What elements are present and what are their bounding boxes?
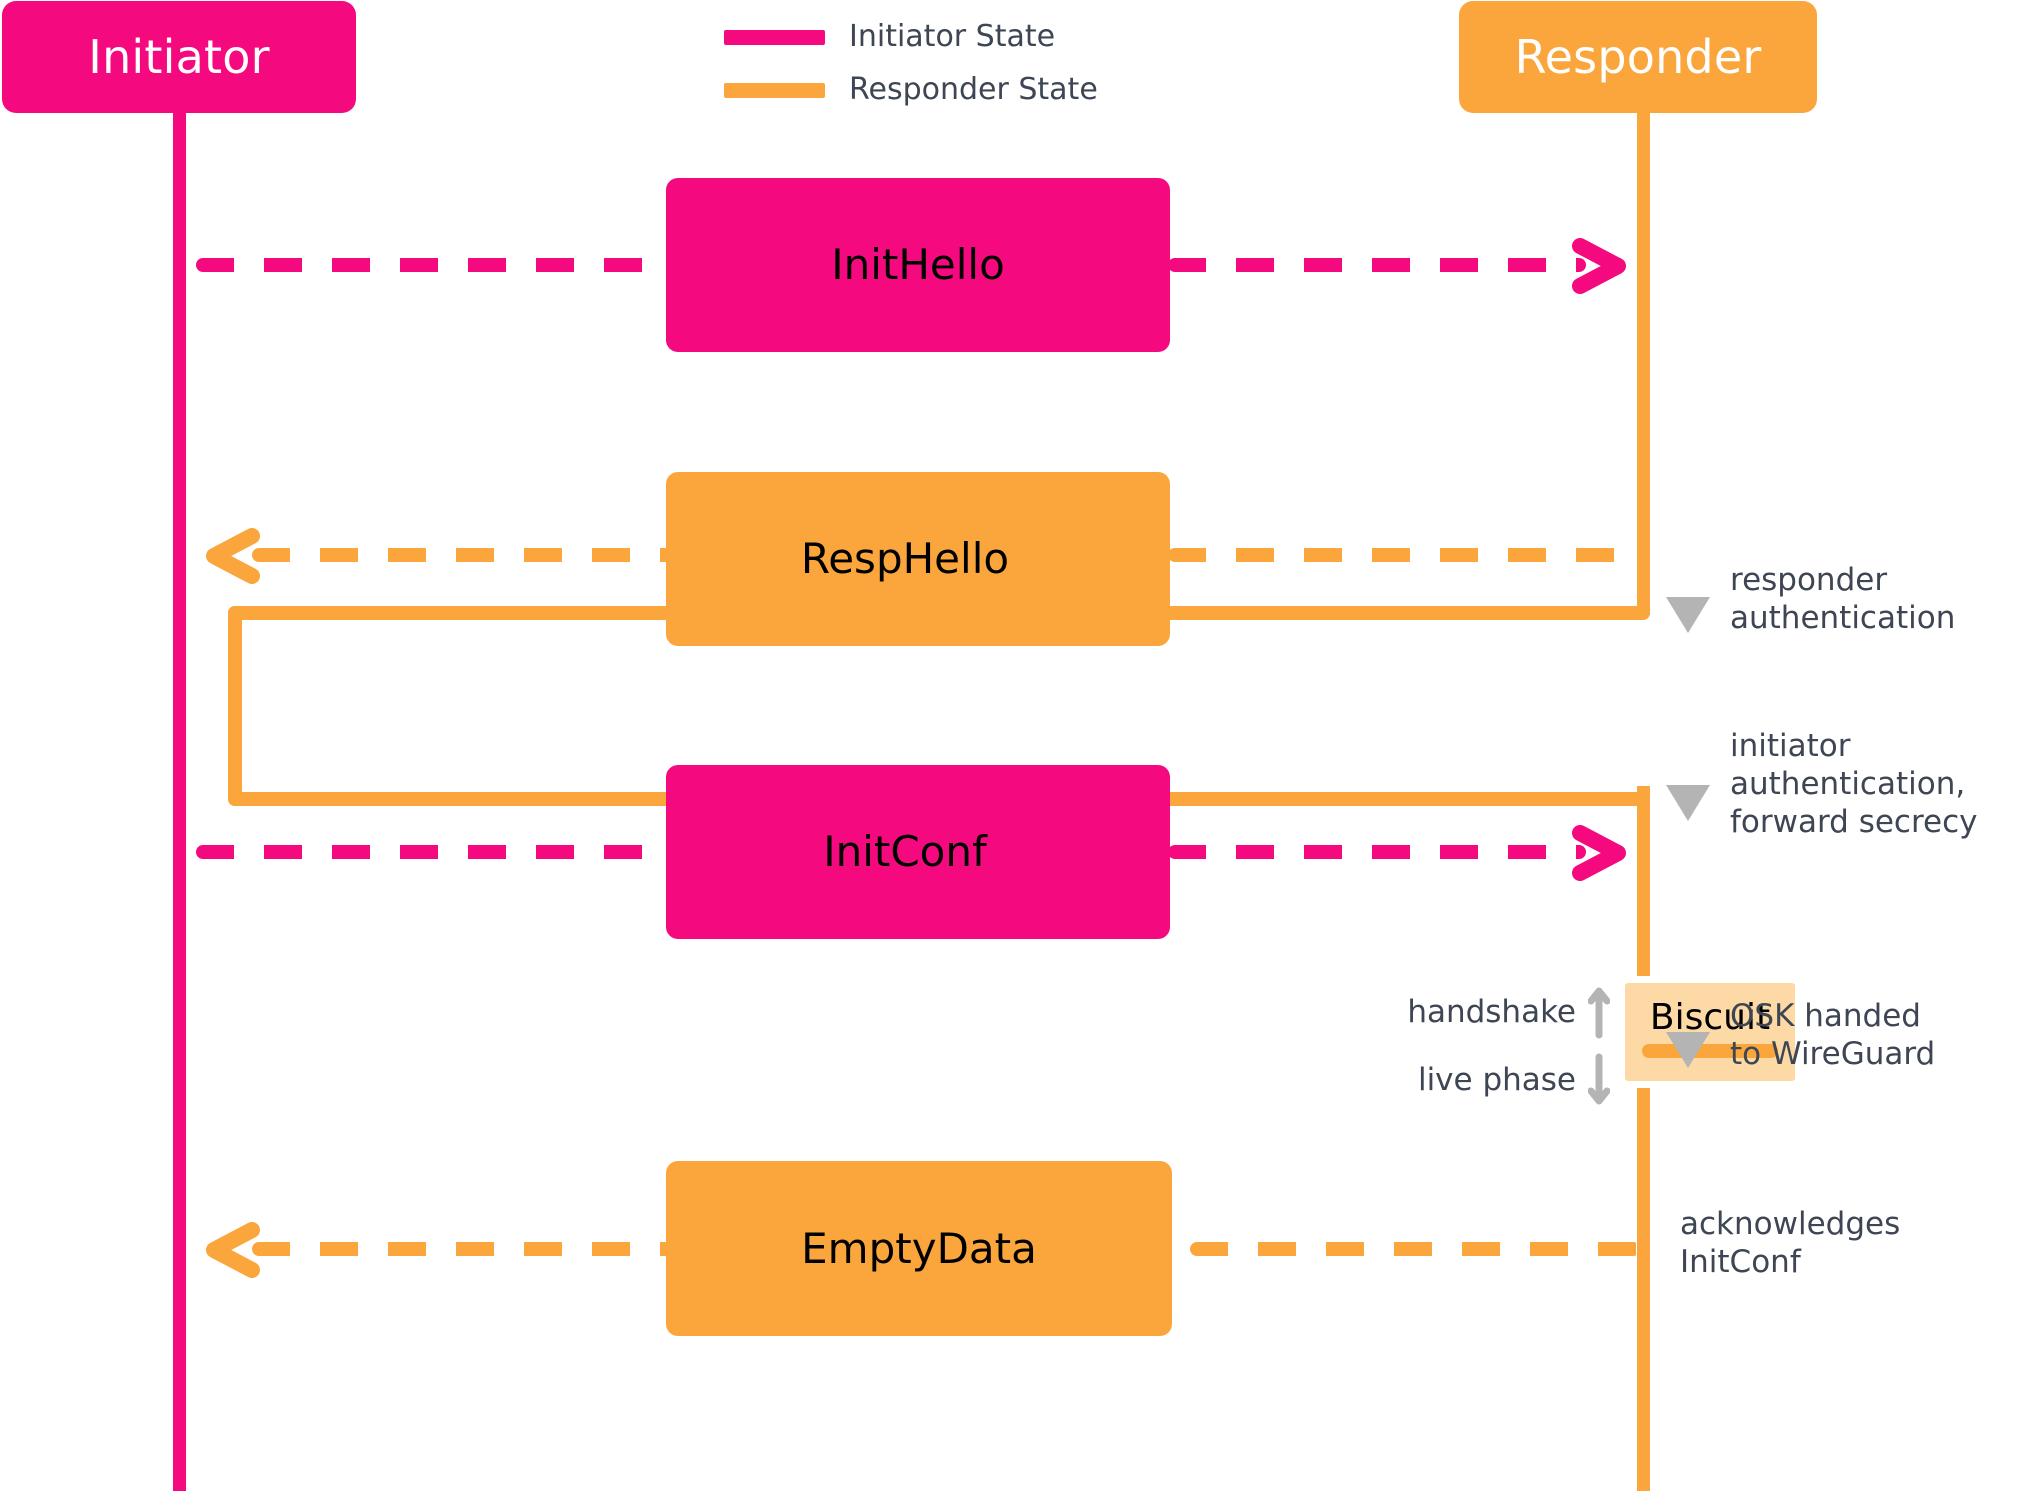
message-label: RespHello bbox=[800, 534, 1010, 583]
actor-responder-label: Responder bbox=[1514, 30, 1762, 84]
responder-lifeline-segment-2 bbox=[1637, 786, 1650, 1491]
annotation-initiator-authentication: initiator authentication, forward secrec… bbox=[1730, 728, 1978, 840]
annotation-osk-handed-to-wireguard: OSK handed to WireGuard bbox=[1730, 998, 1936, 1072]
actor-initiator-label: Initiator bbox=[88, 30, 270, 84]
annotation-acknowledges-initconf: acknowledges InitConf bbox=[1680, 1206, 1901, 1280]
arrow-left-icon bbox=[206, 1222, 260, 1278]
phase-label-handshake: handshake bbox=[1300, 985, 1610, 1039]
legend-item-responder-state: Responder State bbox=[724, 75, 1098, 105]
empty-data-arrow-right-run bbox=[1190, 1242, 1640, 1256]
initiator-lifeline bbox=[173, 100, 186, 1491]
message-box-empty-data[interactable]: EmptyData bbox=[666, 1161, 1172, 1336]
annotation-responder-authentication: responder authentication bbox=[1730, 562, 1956, 636]
init-hello-arrow-right-run bbox=[1168, 258, 1586, 272]
arrow-right-icon bbox=[1572, 238, 1626, 294]
message-label: InitConf bbox=[823, 827, 987, 876]
phase-label-live-phase: live phase bbox=[1300, 1053, 1610, 1107]
message-box-resp-hello[interactable]: RespHello Biscuit bbox=[666, 472, 1802, 1088]
up-arrow-icon bbox=[1588, 987, 1610, 1039]
down-arrow-icon bbox=[1588, 1053, 1610, 1105]
phase-live-phase-text: live phase bbox=[1417, 1061, 1576, 1098]
init-conf-arrow-left-run bbox=[196, 845, 676, 859]
legend: Initiator State Responder State bbox=[724, 10, 1144, 110]
down-triangle-icon bbox=[1666, 1032, 1710, 1068]
empty-data-arrow-left-run bbox=[252, 1242, 676, 1256]
legend-item-label: Initiator State bbox=[849, 19, 1056, 54]
pink-line-swatch bbox=[724, 29, 825, 45]
message-box-init-conf[interactable]: InitConf Biscuit bbox=[666, 765, 1170, 939]
actor-responder[interactable]: Responder bbox=[1459, 1, 1817, 113]
phase-divider-labels: handshake live phase bbox=[1300, 985, 1610, 1115]
legend-item-label: Responder State bbox=[849, 72, 1098, 107]
down-triangle-icon bbox=[1666, 785, 1710, 821]
resp-hello-arrow-left-run bbox=[252, 548, 676, 562]
init-hello-arrow-left-run bbox=[196, 258, 676, 272]
down-triangle-icon bbox=[1666, 597, 1710, 633]
message-label: InitHello bbox=[831, 240, 1005, 289]
orange-line-swatch bbox=[724, 82, 825, 98]
actor-initiator[interactable]: Initiator bbox=[2, 1, 356, 113]
message-box-init-hello[interactable]: InitHello bbox=[666, 178, 1170, 352]
legend-item-initiator-state: Initiator State bbox=[724, 22, 1055, 52]
arrow-right-icon bbox=[1572, 825, 1626, 881]
phase-handshake-text: handshake bbox=[1407, 993, 1576, 1030]
biscuit-label: Biscuit bbox=[1649, 997, 1771, 1038]
responder-state-bracket-left bbox=[228, 606, 242, 806]
init-conf-arrow-right-run bbox=[1168, 845, 1586, 859]
arrow-left-icon bbox=[206, 528, 260, 584]
resp-hello-arrow-right-run bbox=[1168, 548, 1644, 562]
message-label: EmptyData bbox=[801, 1223, 1037, 1273]
responder-lifeline-segment-1 bbox=[1637, 100, 1650, 615]
